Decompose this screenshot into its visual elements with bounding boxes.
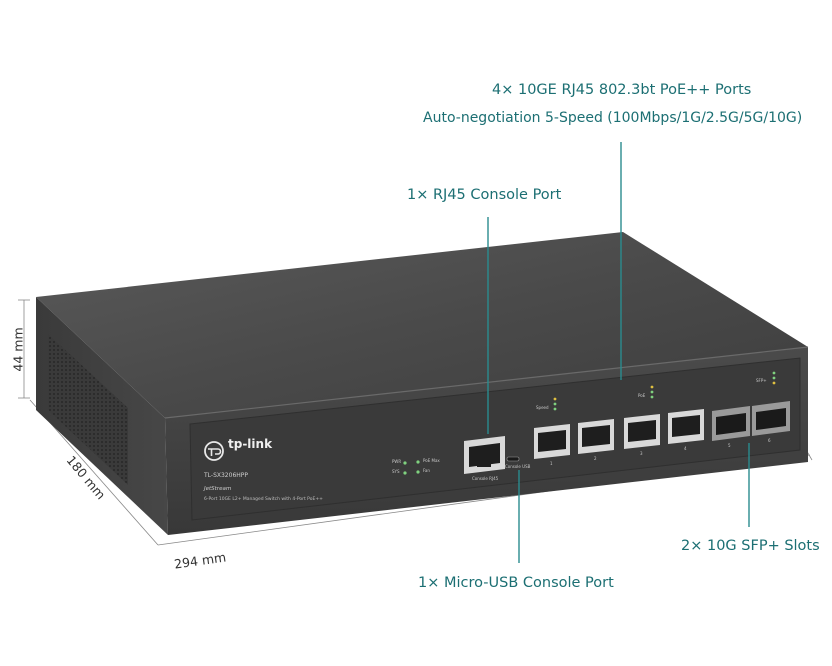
poe-label: PoE — [638, 393, 646, 398]
led-label-sys: SYS — [392, 469, 400, 474]
chassis-top — [36, 232, 808, 418]
model-number: TL-SX3206HPP — [204, 472, 249, 479]
poe-ports — [534, 409, 704, 459]
side-vents — [48, 334, 128, 485]
port-number-1: 1 — [550, 461, 553, 466]
console-rj45-label: Console RJ45 — [472, 476, 499, 481]
status-leds — [403, 460, 420, 475]
sfp-slots — [712, 401, 790, 441]
poe-port-1 — [534, 424, 570, 459]
led-label-pwr: PWR — [392, 459, 402, 464]
tp-link-logo-icon — [204, 441, 224, 461]
led-label-poe-max: PoE Max — [423, 458, 440, 463]
port-number-5: 5 — [728, 443, 731, 448]
series-name: JetStream — [204, 486, 232, 492]
sfp-label: SFP+ — [756, 378, 767, 383]
port-leds — [553, 371, 776, 411]
console-usb-label: Console USB — [505, 464, 531, 469]
callout-poe-ports-subtitle: Auto-negotiation 5-Speed (100Mbps/1G/2.5… — [423, 110, 803, 126]
callout-micro-usb-console: 1× Micro-USB Console Port — [418, 575, 614, 591]
poe-port-3 — [624, 414, 660, 449]
led-label-fan: Fan — [423, 468, 430, 473]
port-number-6: 6 — [768, 438, 771, 443]
brand-logo-text: tp-link — [228, 437, 273, 451]
poe-port-2 — [578, 419, 614, 454]
sfp-slot-5 — [712, 406, 750, 441]
sfp-slot-6 — [752, 401, 790, 436]
callout-poe-ports-title: 4× 10GE RJ45 802.3bt PoE++ Ports — [492, 82, 752, 98]
dimension-height: 44 mm — [10, 327, 26, 372]
device-description: 6-Port 10GE L2+ Managed Switch with 4-Po… — [204, 497, 323, 502]
callout-sfp-slots: 2× 10G SFP+ Slots — [681, 538, 820, 554]
callout-rj45-console: 1× RJ45 Console Port — [407, 187, 562, 203]
leader-lines — [487, 142, 750, 563]
port-number-3: 3 — [640, 451, 643, 456]
chassis-edge — [164, 346, 809, 419]
port-number-4: 4 — [684, 446, 687, 451]
port-number-2: 2 — [594, 456, 597, 461]
rj45-console-port — [464, 436, 505, 474]
micro-usb-port — [506, 456, 520, 462]
poe-port-4 — [668, 409, 704, 444]
speed-label: Speed — [536, 405, 549, 410]
